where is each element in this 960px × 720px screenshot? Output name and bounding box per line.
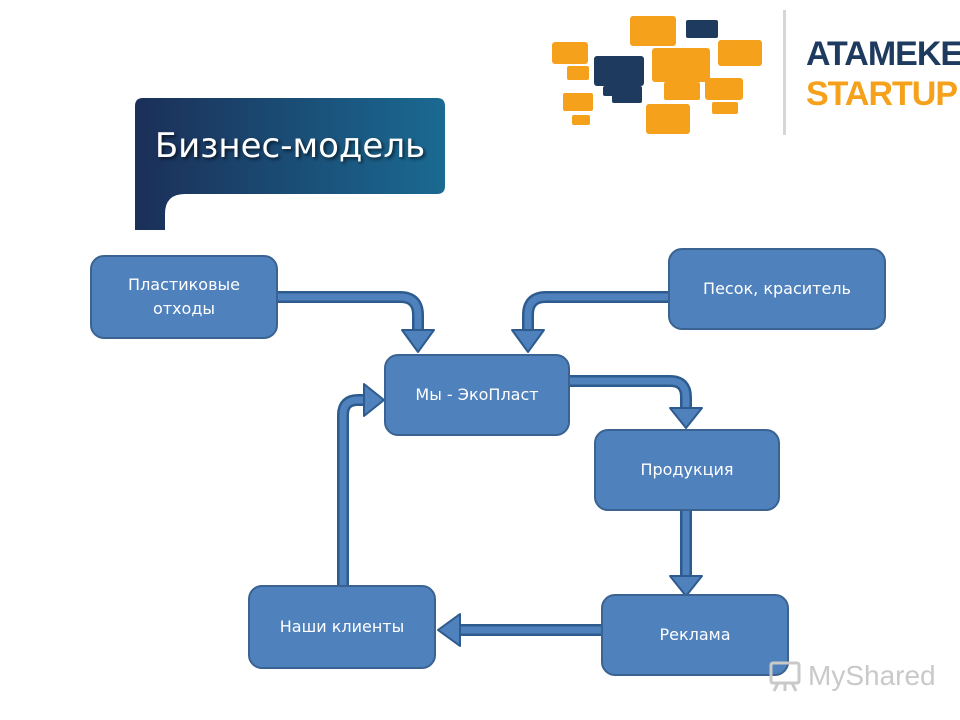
logo-line-2: STARTUP (806, 75, 958, 113)
node-advertising: Реклама (601, 594, 789, 676)
logo-divider (783, 10, 786, 135)
title-banner (135, 98, 445, 230)
node-sand-dye: Песок, краситель (668, 248, 886, 330)
node-plastic-waste: Пластиковые отходы (90, 255, 278, 339)
node-ecoplast: Мы - ЭкоПласт (384, 354, 570, 436)
arrowhead-advertising (669, 575, 703, 597)
logo-line-1: ATAMEKEN (806, 35, 960, 73)
presentation-board-icon (769, 661, 801, 692)
watermark-text: MyShared (808, 660, 936, 691)
arrowhead-plastic (401, 329, 435, 353)
arrowhead-clients (437, 613, 461, 647)
page-title: Бизнес-модель (154, 126, 426, 166)
arrowhead-products (669, 407, 703, 429)
arrowhead-ecoplast (363, 383, 385, 417)
arrowhead-sand (511, 329, 545, 353)
node-products: Продукция (594, 429, 780, 511)
watermark: MyShared (768, 656, 936, 696)
connector-plastic-to-ecoplast (278, 291, 424, 332)
node-clients: Наши клиенты (248, 585, 436, 669)
connector-ecoplast-to-products (570, 375, 692, 410)
connector-sand-to-ecoplast (522, 291, 668, 332)
